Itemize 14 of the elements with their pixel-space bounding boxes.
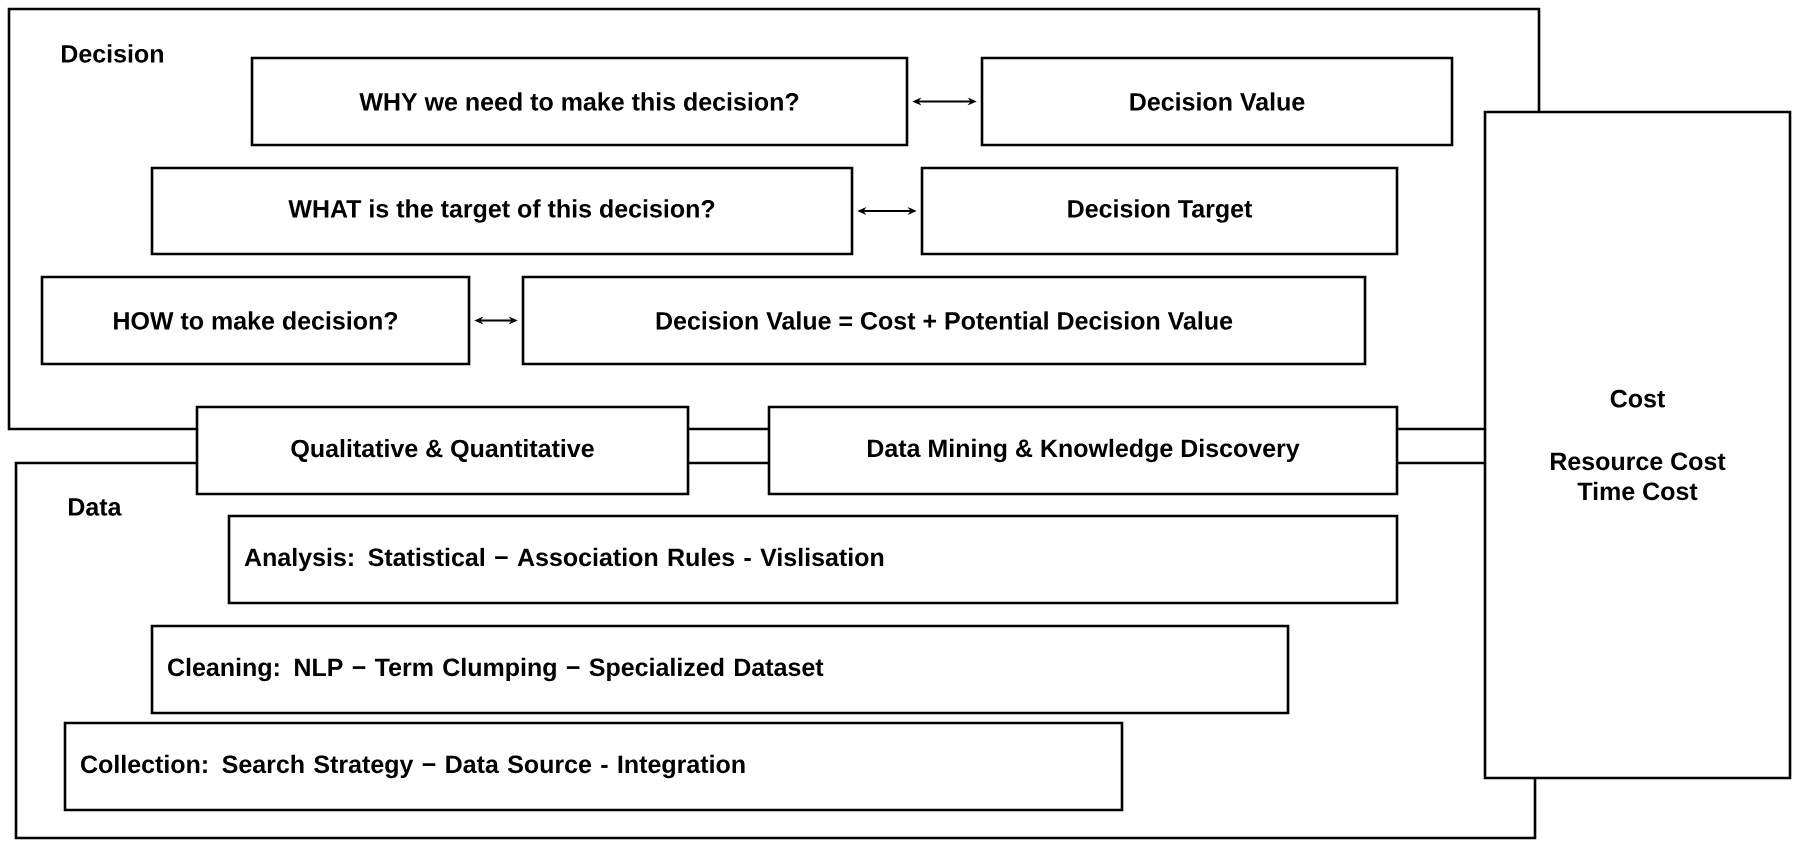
stage-box: Cleaning: NLP − Term Clumping − Specialized Dataset bbox=[150, 624, 1290, 715]
formula-box: Decision Value = Cost + Potential Decision Value bbox=[521, 275, 1367, 366]
stage-box: Collection: Search Strategy − Data Source - Integration bbox=[63, 721, 1124, 812]
process-box: Decision Value bbox=[980, 56, 1454, 147]
side-box: Cost Resource Cost Time Cost bbox=[1483, 110, 1792, 780]
question-box: WHY we need to make this decision? bbox=[250, 56, 909, 147]
bridge-box: Data Mining & Knowledge Discovery bbox=[767, 405, 1399, 496]
question-box: WHAT is the target of this decision? bbox=[150, 166, 854, 256]
frame-heading: Decision bbox=[62, 44, 163, 63]
process-box: Decision Target bbox=[920, 166, 1399, 256]
question-box: HOW to make decision? bbox=[40, 275, 471, 366]
frame-heading: Data bbox=[69, 498, 122, 516]
stage-box: Analysis: Statistical − Association Rules - Vislisation bbox=[227, 514, 1399, 605]
bridge-box: Qualitative & Quantitative bbox=[195, 405, 690, 496]
